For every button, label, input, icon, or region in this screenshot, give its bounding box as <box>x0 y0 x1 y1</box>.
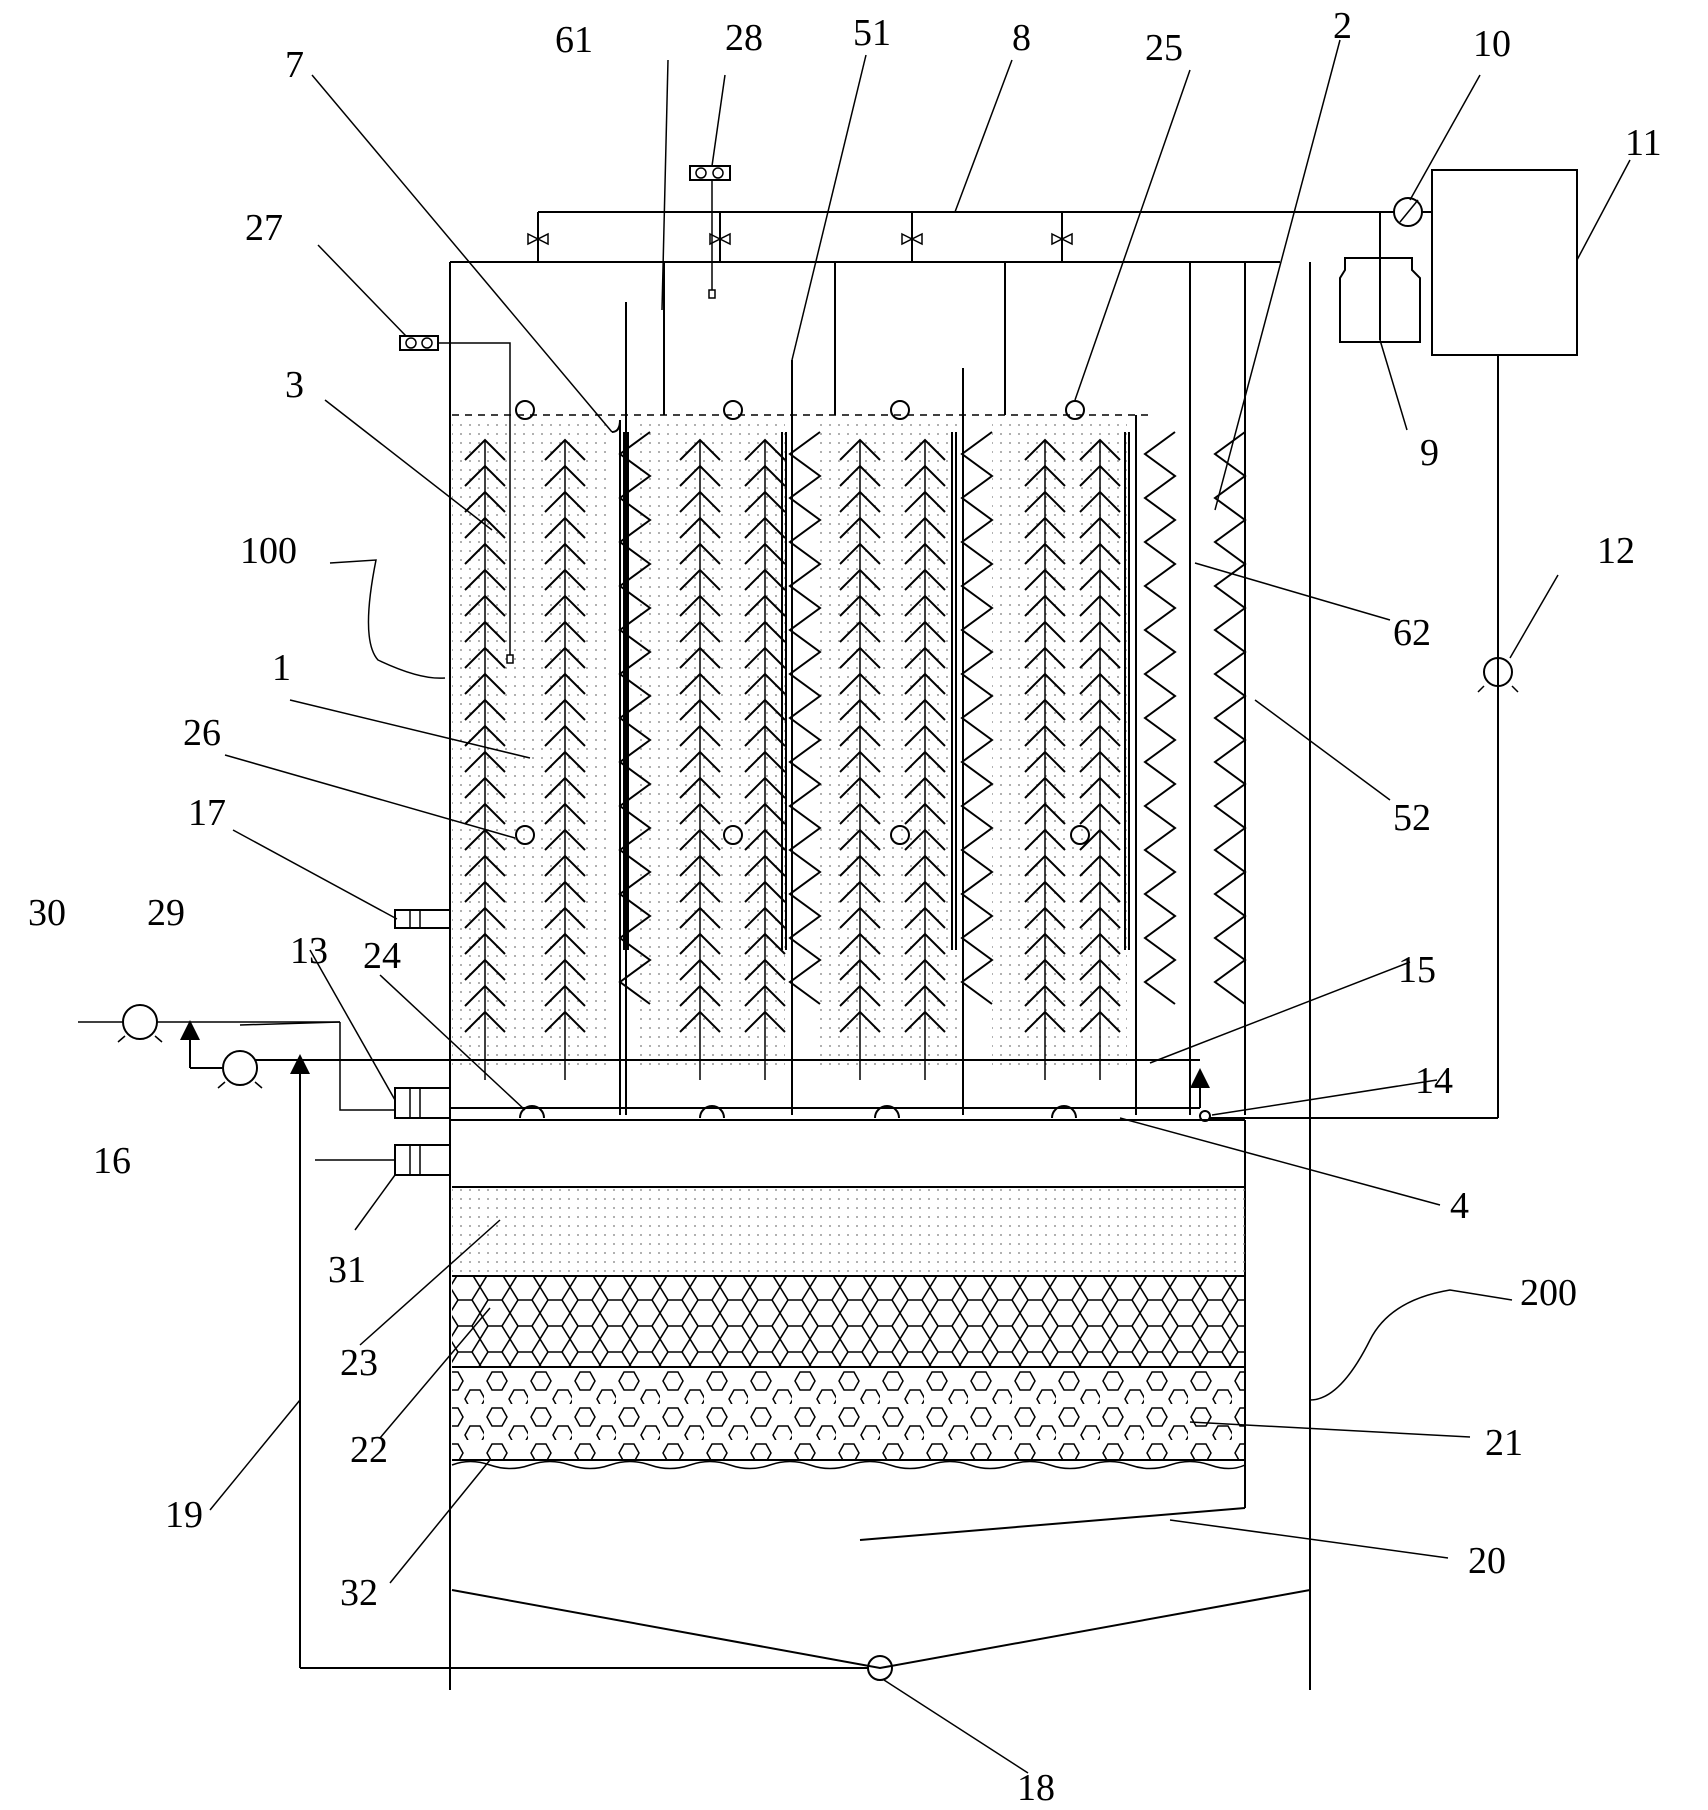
label-7: 7 <box>285 44 304 86</box>
label-51: 51 <box>853 12 891 54</box>
zigzag-plates <box>618 431 1247 1005</box>
label-26: 26 <box>183 712 221 754</box>
label-12: 12 <box>1597 530 1635 572</box>
zigzag-plate <box>788 431 822 1005</box>
label-9: 9 <box>1420 432 1439 474</box>
label-24: 24 <box>363 935 401 977</box>
label-23: 23 <box>340 1342 378 1384</box>
label-200: 200 <box>1520 1272 1577 1314</box>
upper-reactor <box>449 261 1311 1690</box>
label-3: 3 <box>285 364 304 406</box>
zigzag-plate <box>1213 431 1247 1005</box>
zigzag-plate <box>960 431 994 1005</box>
label-2: 2 <box>1333 5 1352 47</box>
label-62: 62 <box>1393 612 1431 654</box>
label-32: 32 <box>340 1572 378 1614</box>
pump-icon[interactable] <box>117 1004 163 1043</box>
label-31: 31 <box>328 1249 366 1291</box>
label-100: 100 <box>240 530 297 572</box>
piping <box>78 165 1578 1669</box>
valve-icon[interactable] <box>527 232 1073 246</box>
aerator-row <box>515 400 1090 845</box>
label-21: 21 <box>1485 1422 1523 1464</box>
label-17: 17 <box>188 792 226 834</box>
label-27: 27 <box>245 207 283 249</box>
zigzag-plate <box>1143 431 1177 1005</box>
label-52: 52 <box>1393 797 1431 839</box>
label-14: 14 <box>1415 1060 1453 1102</box>
leader-lines <box>209 39 1631 1774</box>
label-19: 19 <box>165 1494 203 1536</box>
label-30: 30 <box>28 892 66 934</box>
label-29: 29 <box>147 892 185 934</box>
label-16: 16 <box>93 1140 131 1182</box>
filler-chevrons <box>464 438 1121 1080</box>
callout-labels: 61 28 51 8 25 2 10 11 7 27 3 9 100 12 62… <box>28 5 1662 1809</box>
label-1: 1 <box>272 647 291 689</box>
label-22: 22 <box>350 1429 388 1471</box>
label-28: 28 <box>725 17 763 59</box>
label-10: 10 <box>1473 23 1511 65</box>
label-11: 11 <box>1625 122 1662 164</box>
label-61: 61 <box>555 19 593 61</box>
pump-icon[interactable] <box>217 1050 263 1089</box>
label-18: 18 <box>1017 1767 1055 1809</box>
lower-filter <box>451 1120 1311 1681</box>
zigzag-plate <box>618 431 652 1005</box>
label-25: 25 <box>1145 27 1183 69</box>
label-4: 4 <box>1450 1185 1469 1227</box>
label-20: 20 <box>1468 1540 1506 1582</box>
label-13: 13 <box>290 930 328 972</box>
label-8: 8 <box>1012 17 1031 59</box>
pump-icon[interactable] <box>1477 657 1519 693</box>
gauge-icon <box>1393 197 1423 227</box>
label-15: 15 <box>1398 949 1436 991</box>
